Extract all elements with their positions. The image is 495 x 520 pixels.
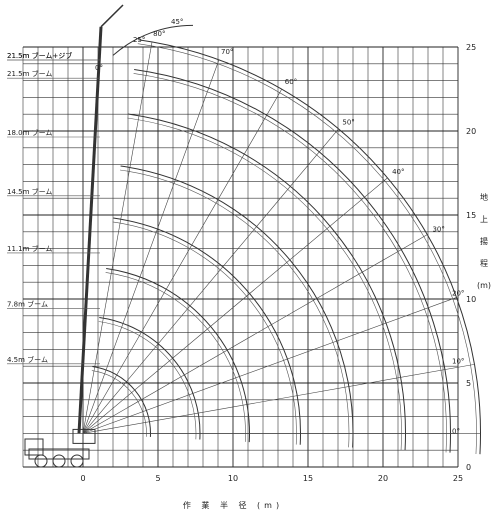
- angle-label: 30°: [432, 226, 444, 234]
- angle-ray: [82, 41, 153, 434]
- truck-wheel: [34, 454, 48, 468]
- y-tick-label: 15: [466, 211, 476, 220]
- range-arc: [92, 366, 151, 437]
- boom-length-label: 18.0m ブーム: [7, 128, 52, 137]
- jib-angle-label: 0°: [95, 64, 103, 72]
- angle-label: 0°: [452, 427, 460, 435]
- jib: [100, 4, 124, 28]
- angle-label: 20°: [452, 289, 464, 297]
- y-tick-label: 5: [466, 379, 471, 388]
- boom-angle-lines: [82, 41, 481, 434]
- y-axis-title-char: 程: [480, 259, 488, 268]
- angle-label: 40°: [392, 168, 404, 176]
- truck-cab: [24, 438, 44, 456]
- angle-ray: [82, 177, 388, 434]
- x-tick-label: 15: [303, 474, 313, 483]
- crane-truck-illustration: [24, 4, 124, 468]
- angle-ray: [82, 128, 339, 434]
- y-axis-title-char: 地: [480, 192, 488, 202]
- x-tick-label: 0: [80, 474, 85, 483]
- angle-label: 70°: [221, 48, 233, 56]
- y-axis-title-char: (m): [477, 281, 491, 290]
- range-arc: [127, 113, 406, 451]
- boom-length-label: 21.5m ブーム+ジブ: [7, 51, 72, 60]
- boom-length-label: 14.5m ブーム: [7, 187, 52, 196]
- range-arc: [113, 217, 301, 445]
- y-axis-title-char: 上: [480, 215, 488, 224]
- x-tick-label: 5: [155, 474, 160, 483]
- y-axis-title-char: 揚: [480, 236, 488, 246]
- crane-turret: [72, 428, 96, 444]
- y-tick-label: 10: [466, 295, 476, 304]
- angle-label: 50°: [342, 118, 354, 126]
- boom-length-label: 11.1m ブーム: [7, 244, 52, 253]
- truck-wheel: [52, 454, 66, 468]
- angle-ray: [82, 297, 457, 434]
- y-tick-label: 0: [466, 463, 471, 472]
- angle-label: 80°: [153, 30, 165, 38]
- hook-arc: [112, 221, 297, 445]
- hook-arc: [119, 169, 350, 448]
- y-tick-label: 20: [466, 127, 476, 136]
- angle-label: 60°: [285, 78, 297, 86]
- range-arc: [120, 165, 354, 448]
- hook-arc: [91, 370, 147, 437]
- x-tick-label: 25: [453, 474, 463, 483]
- boom-length-label: 21.5m ブーム+ジブ: [7, 51, 72, 60]
- range-arc: [106, 268, 250, 443]
- hook-arc: [137, 43, 477, 455]
- range-arc: [99, 317, 201, 440]
- truck-body: [28, 448, 90, 460]
- hook-arc: [98, 321, 197, 440]
- jib-angle-label: 25°: [133, 36, 145, 44]
- angle-ray: [82, 234, 428, 434]
- truck-wheel: [70, 454, 84, 468]
- boom-length-label: 4.5m ブーム: [7, 355, 48, 364]
- range-arc: [134, 68, 451, 453]
- x-tick-label: 20: [378, 474, 388, 483]
- angle-ray: [82, 89, 283, 434]
- y-tick-label: 25: [466, 43, 476, 52]
- range-arc: [138, 39, 481, 455]
- hook-arc: [133, 73, 447, 453]
- jib-angle-label: 45°: [171, 18, 183, 26]
- angle-ray: [82, 59, 220, 434]
- working-range-arcs: [91, 24, 481, 455]
- hook-arc: [105, 272, 246, 442]
- boom-length-label: 7.8m ブーム: [7, 299, 48, 308]
- boom: [77, 26, 103, 434]
- angle-label: 10°: [452, 357, 464, 365]
- jib-offset-arc: [112, 24, 194, 56]
- boom-length-label: 21.5m ブーム: [7, 69, 52, 78]
- angle-ray: [82, 364, 475, 434]
- hook-arc: [127, 117, 402, 451]
- x-axis-title: 作 業 半 径 (m): [183, 500, 283, 510]
- x-tick-label: 10: [228, 474, 238, 483]
